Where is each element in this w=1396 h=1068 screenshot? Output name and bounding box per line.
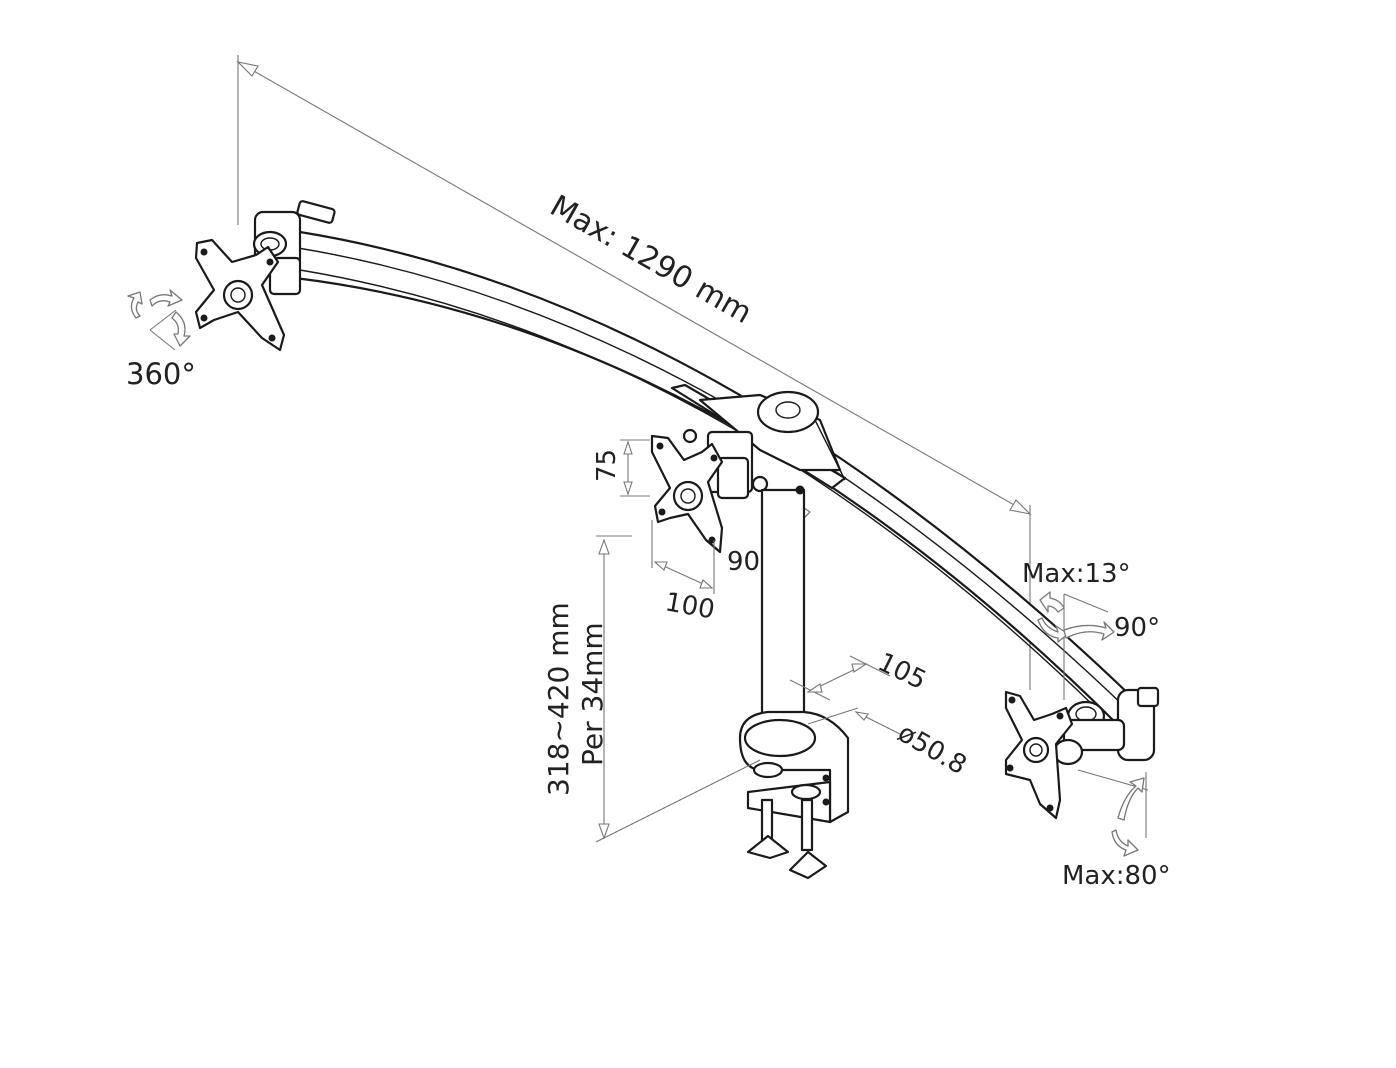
tilt-80-icon bbox=[1077, 769, 1149, 857]
vesa-width-label: 100 bbox=[663, 587, 717, 625]
height-dimension bbox=[595, 535, 761, 843]
rotate-360-icon bbox=[127, 289, 191, 351]
vesa-height-dimension bbox=[620, 439, 650, 497]
tilt-80-label: Max:80° bbox=[1062, 861, 1171, 891]
left-monitor-head bbox=[194, 200, 336, 352]
max-width-dimension bbox=[236, 55, 1032, 690]
pole bbox=[760, 485, 806, 752]
clamp-depth-dimension bbox=[789, 655, 891, 701]
center-hub bbox=[670, 383, 847, 500]
clamp-depth-label: 105 bbox=[873, 647, 931, 696]
vesa-height-label: 75 bbox=[592, 449, 622, 482]
pole-diameter-label: ø50.8 bbox=[893, 718, 972, 781]
tilt-13-label: Max:13° bbox=[1022, 559, 1131, 589]
height-step-label: Per 34mm bbox=[576, 622, 609, 766]
desk-clamp bbox=[738, 710, 850, 880]
pole-diameter-dimension bbox=[807, 707, 901, 735]
right-monitor-head bbox=[1004, 686, 1160, 820]
max-width-label: Max: 1290 mm bbox=[544, 189, 758, 331]
swivel-90-right-label: 90° bbox=[1114, 613, 1160, 643]
rotation-360-label: 360° bbox=[126, 357, 196, 391]
height-range-label: 318~420 mm bbox=[542, 602, 575, 796]
center-vesa-plate bbox=[650, 434, 724, 554]
tilt-13-icon bbox=[1037, 591, 1115, 700]
vesa-width-dimension bbox=[651, 520, 715, 594]
